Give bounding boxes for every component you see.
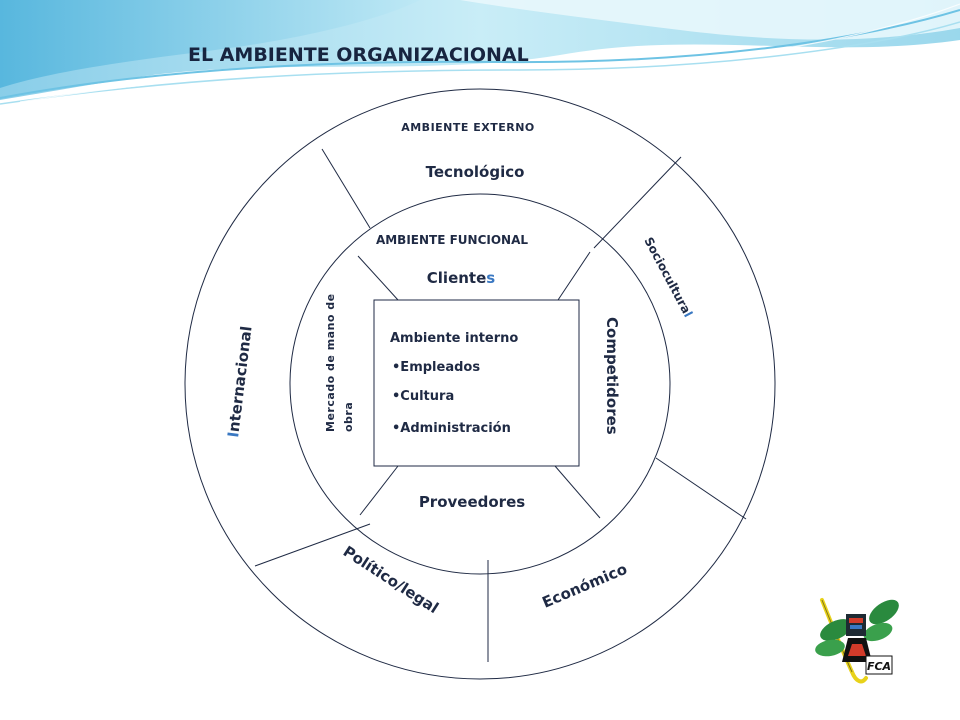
segment-proveedores: Proveedores: [419, 493, 525, 511]
internal-item-empleados: •Empleados: [392, 360, 480, 375]
internal-item-administracion: •Administración: [392, 421, 511, 436]
functional-environment-label: AMBIENTE FUNCIONAL: [376, 233, 528, 247]
segment-sociocultural: Sociocultural: [641, 235, 695, 320]
logo-text: FCA: [867, 660, 891, 673]
segment-politico-legal: Político/legal: [340, 542, 442, 617]
segment-internacional: Internacional: [224, 325, 256, 438]
internal-item-cultura: •Cultura: [392, 389, 454, 404]
segment-clientes: Clientes: [427, 269, 496, 287]
stylized-figure-logo: FCA: [815, 598, 899, 684]
segment-competidores: Competidores: [603, 317, 621, 435]
segment-mercado-line1: Mercado de mano de: [324, 293, 337, 432]
segment-economico: Económico: [540, 560, 630, 612]
header-wave-decoration: [0, 0, 960, 105]
segment-mercado-line2: obra: [342, 402, 355, 432]
outer-ring: [184, 88, 776, 680]
page-title: EL AMBIENTE ORGANIZACIONAL: [188, 44, 529, 66]
internal-environment-title: Ambiente interno: [390, 331, 518, 346]
middle-ring: [357, 251, 601, 519]
internal-environment-box: [373, 299, 580, 467]
external-environment-label: AMBIENTE EXTERNO: [401, 121, 535, 134]
segment-tecnologico: Tecnológico: [426, 163, 525, 181]
